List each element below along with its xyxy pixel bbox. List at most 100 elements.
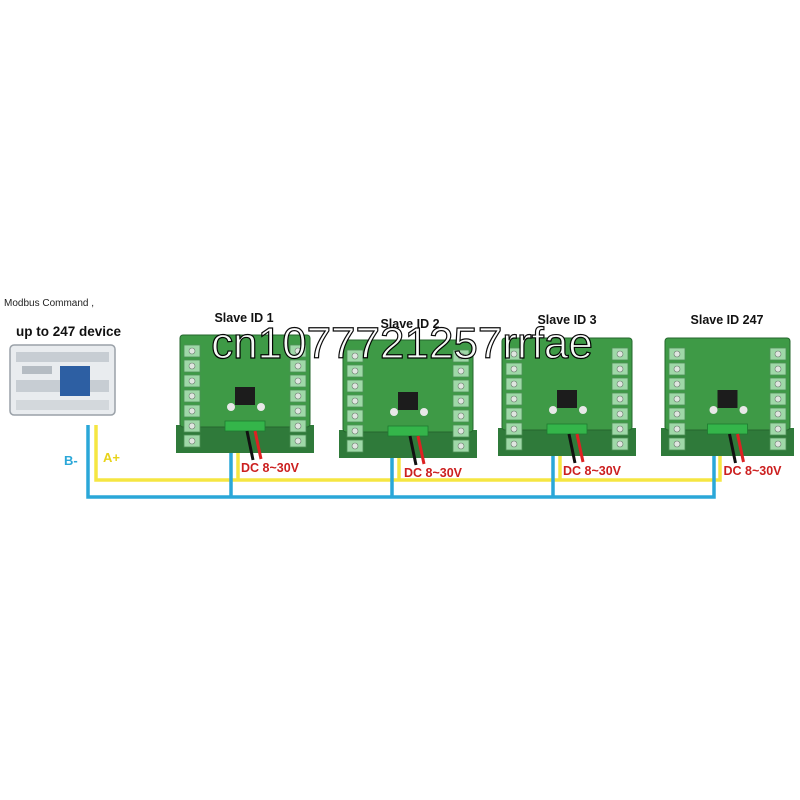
terminal-screw: [457, 367, 465, 375]
terminal-screw: [774, 425, 782, 433]
terminal-screw: [673, 350, 681, 358]
power-wire-black: [408, 435, 418, 466]
terminal-screw: [673, 380, 681, 388]
terminal-screw: [673, 395, 681, 403]
terminal-screw: [510, 380, 518, 388]
power-wire-red: [253, 430, 263, 460]
terminal-screw: [188, 422, 196, 430]
ic-chip: [717, 390, 738, 408]
terminal-screw: [351, 397, 359, 405]
terminal-screw: [351, 442, 359, 450]
terminal-screw: [294, 407, 302, 415]
terminal-screw: [510, 350, 518, 358]
terminal-screw: [616, 410, 624, 418]
slave-id-label: Slave ID 1: [214, 311, 273, 325]
rs485-connector: [387, 425, 429, 437]
terminal-screw: [457, 382, 465, 390]
terminal-screw: [616, 380, 624, 388]
terminal-screw: [188, 347, 196, 355]
led-indicator: [257, 403, 265, 411]
terminal-screw: [294, 422, 302, 430]
terminal-screw: [510, 365, 518, 373]
terminal-screw: [673, 410, 681, 418]
terminal-screw: [510, 425, 518, 433]
terminal-screw: [457, 397, 465, 405]
power-supply-label: DC 8~30V: [563, 464, 622, 478]
ic-chip: [557, 390, 577, 408]
power-wire-red: [736, 433, 745, 463]
terminal-screw: [294, 437, 302, 445]
terminal-screw: [188, 362, 196, 370]
terminal-screw: [188, 392, 196, 400]
terminal-screw: [774, 410, 782, 418]
terminal-screw: [294, 392, 302, 400]
power-wire-red: [416, 435, 426, 465]
modbus-command-label: Modbus Command ,: [4, 298, 94, 309]
terminal-screw: [510, 395, 518, 403]
terminal-screw: [294, 362, 302, 370]
terminal-screw: [457, 442, 465, 450]
terminal-screw: [510, 410, 518, 418]
terminal-screw: [294, 377, 302, 385]
ic-chip: [398, 392, 418, 410]
b-minus-wire: [86, 425, 716, 499]
capacity-label: up to 247 device: [16, 324, 122, 339]
ic-chip: [235, 387, 255, 405]
terminal-screw: [616, 425, 624, 433]
terminal-screw: [188, 437, 196, 445]
terminal-screw: [774, 380, 782, 388]
slave-module-3: Slave ID 3 DC 8~30V: [498, 313, 636, 478]
plc-master-device: [9, 344, 116, 416]
led-indicator: [739, 406, 748, 414]
slave-id-label: Slave ID 3: [537, 313, 596, 327]
terminal-screw: [457, 427, 465, 435]
led-indicator: [709, 406, 718, 414]
terminal-screw: [616, 440, 624, 448]
terminal-screw: [351, 427, 359, 435]
terminal-screw: [673, 365, 681, 373]
led-indicator: [420, 408, 428, 416]
terminal-screw: [457, 352, 465, 360]
slave-module-1: Slave ID 1 DC 8~30V: [176, 311, 314, 475]
power-supply-label: DC 8~30V: [404, 466, 463, 480]
power-supply-label: DC 8~30V: [241, 461, 300, 475]
led-indicator: [390, 408, 398, 416]
power-wire-black: [567, 433, 577, 464]
terminal-screw: [774, 365, 782, 373]
terminal-screw: [457, 412, 465, 420]
terminal-screw: [673, 425, 681, 433]
power-wire-red: [575, 433, 585, 463]
rs485-connector: [546, 423, 588, 435]
terminal-screw: [351, 412, 359, 420]
terminal-screw: [616, 365, 624, 373]
terminal-screw: [774, 395, 782, 403]
power-wire-black: [245, 430, 255, 461]
terminal-screw: [188, 377, 196, 385]
terminal-screw: [351, 382, 359, 390]
terminal-screw: [188, 407, 196, 415]
slave-id-label: Slave ID 247: [691, 313, 764, 327]
power-wire-black: [728, 433, 737, 464]
led-indicator: [549, 406, 557, 414]
power-supply-label: DC 8~30V: [724, 464, 783, 478]
rs485-connector: [707, 423, 748, 435]
terminal-screw: [294, 347, 302, 355]
slave-module-2: Slave ID 2 DC 8~30V: [339, 317, 477, 480]
terminal-screw: [673, 440, 681, 448]
terminal-screw: [510, 440, 518, 448]
terminal-screw: [774, 350, 782, 358]
led-indicator: [579, 406, 587, 414]
led-indicator: [227, 403, 235, 411]
slave-module-4: Slave ID 247 DC 8~30V: [661, 313, 794, 478]
slave-id-label: Slave ID 2: [380, 317, 439, 331]
terminal-screw: [616, 395, 624, 403]
terminal-screw: [774, 440, 782, 448]
b-minus-label: B-: [64, 453, 78, 468]
a-plus-label: A+: [103, 450, 120, 465]
terminal-screw: [351, 352, 359, 360]
terminal-screw: [616, 350, 624, 358]
rs485-connector: [224, 420, 266, 432]
terminal-screw: [351, 367, 359, 375]
